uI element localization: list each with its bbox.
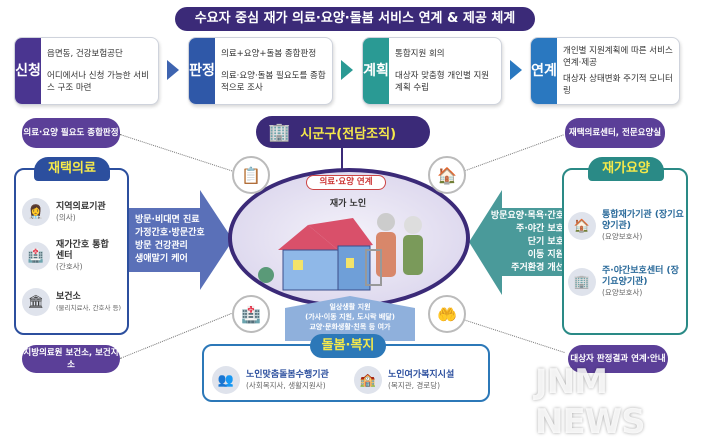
- service-line: 생애말기 케어: [135, 254, 188, 264]
- assessment-icon: 📋: [232, 156, 270, 194]
- home-medical-services: 방문·비대면 진료 가정간호·방문간호 방문 건강관리 생애말기 케어: [135, 214, 205, 266]
- doctor-icon: 👩‍⚕️: [22, 198, 50, 226]
- home-medical-box: 👩‍⚕️ 지역의료기관(의사) 🏥 재가간호 통합센터(간호사) 🏛 보건소(물리치료…: [14, 168, 129, 335]
- welfare-title: 돌봄·복지: [310, 334, 386, 358]
- home-care-services: 방문요양·목욕·간호 주·야간 보호 단기 보호 이동 지원 주거환경 개선: [482, 210, 564, 275]
- elderly-home-illustration: [258, 213, 423, 291]
- watermark-logo: JNM NEWS: [535, 362, 646, 442]
- arrow-right-icon: [167, 60, 179, 80]
- link-label: 의료·요양 연계: [306, 175, 386, 190]
- home-care-box: 🏠통합재가기관 (장기요양기관)(요양보호사) 🏢주·야간보호센터 (장기요양기…: [562, 168, 688, 335]
- connector-line: [341, 148, 343, 172]
- service-line: 주·야간 보호: [516, 224, 564, 234]
- step-label: 신청: [15, 38, 41, 104]
- step-label: 계획: [363, 38, 389, 104]
- step-line: 읍면동, 건강보험공단: [47, 49, 123, 59]
- authority-pill: 🏢 시군구(전담조직): [256, 116, 430, 148]
- house-icon: 🏠: [568, 212, 596, 240]
- home-care-icon: 🏠: [428, 156, 466, 194]
- item-sub: (간호사): [56, 262, 83, 271]
- nurse-center-icon: 🏥: [22, 242, 50, 270]
- service-line: 주거환경 개선: [511, 263, 564, 273]
- connector-line: [460, 134, 564, 173]
- service-line: 일상생활 지원: [329, 303, 371, 311]
- item-sub: (요양보호사): [602, 288, 643, 297]
- subject-label: 재가 노인: [329, 199, 367, 209]
- service-line: 가정간호·방문간호: [135, 228, 205, 238]
- service-line: 방문·비대면 진료: [135, 215, 200, 225]
- arrow-home-medical: [125, 190, 233, 290]
- page-title: 수요자 중심 재가 의료·요양·돌봄 서비스 연계 & 제공 체계: [175, 7, 535, 31]
- day-care-icon: 🏢: [568, 268, 596, 296]
- authority-label: 시군구(전담조직): [300, 126, 397, 142]
- item-name: 노인여가복지시설: [388, 369, 455, 380]
- item-sub: (물리치료사, 간호사 등): [56, 303, 122, 312]
- item-name: 보건소: [56, 291, 81, 302]
- connector-line: [119, 134, 235, 173]
- pill-result-link: 대상자 판정결과 연계·안내: [568, 345, 668, 373]
- item-name: 노인맞춤돌봄수행기관: [246, 369, 329, 380]
- hospital-icon: 🏥: [232, 295, 270, 333]
- welfare-facility-icon: 🏫: [354, 366, 382, 394]
- arrow-right-icon: [510, 60, 522, 80]
- city-hall-icon: 🏢: [268, 121, 291, 143]
- service-line: 단기 보호: [527, 237, 564, 247]
- item-name: 지역의료기관: [56, 201, 106, 212]
- service-line: 방문요양·목욕·간호: [490, 211, 564, 221]
- service-line: 교양·문화생활·친목 등 여가: [309, 323, 391, 331]
- welfare-services: 일상생활 지원 (가사·이동 지원, 도시락 배달) 교양·문화생활·친목 등 …: [285, 302, 415, 332]
- step-line: 어디에서나 신청 가능한 서비스 구조 마련: [47, 71, 149, 93]
- step-line: 대상자 상태변화 주기적 모니터링: [563, 74, 673, 96]
- step-line: 개인별 지원계획에 따른 서비스 연계·제공: [563, 46, 673, 68]
- pill-assessment: 의료·요양 필요도 종합판정: [22, 118, 120, 148]
- item-name: 통합재가기관 (장기요양기관): [602, 210, 684, 231]
- caregivers-icon: 👥: [212, 366, 240, 394]
- arrow-right-icon: [341, 60, 353, 80]
- health-center-icon: 🏛: [22, 288, 50, 316]
- arrow-home-care: [469, 190, 577, 295]
- service-line: (가사·이동 지원, 도시락 배달): [305, 313, 395, 321]
- item-sub: (의사): [56, 212, 76, 222]
- service-line: 방문 건강관리: [135, 241, 188, 251]
- service-line: 이동 지원: [527, 250, 564, 260]
- step-line: 의료·요양·돌봄 필요도를 종합적으로 조사: [221, 71, 326, 93]
- home-care-title: 재가요양: [588, 157, 664, 181]
- step-line: 대상자 맞춤형 개인별 지원계획 수립: [395, 71, 490, 93]
- pill-public-health: 지방의료원 보건소, 보건지소: [22, 345, 120, 373]
- step-line: 의료+요양+돌봄 종합판정: [221, 49, 317, 59]
- item-name: 재가간호 통합센터: [56, 240, 109, 261]
- step-label: 판정: [189, 38, 215, 104]
- home-medical-title: 재택의료: [34, 157, 110, 181]
- step-line: 통합지원 회의: [395, 49, 445, 59]
- step-label: 연계: [531, 38, 557, 104]
- item-sub: (복지관, 경로당): [388, 380, 441, 390]
- pill-home-medical-center: 재택의료센터, 전문요양실: [565, 118, 665, 148]
- item-sub: (사회복지사, 생활지원사): [246, 380, 326, 390]
- caregiver-icon: 🤲: [428, 295, 466, 333]
- item-name: 주·야간보호센터 (장기요양기관): [602, 266, 679, 287]
- item-sub: (요양보호사): [602, 232, 643, 241]
- arrow-welfare: [285, 296, 415, 341]
